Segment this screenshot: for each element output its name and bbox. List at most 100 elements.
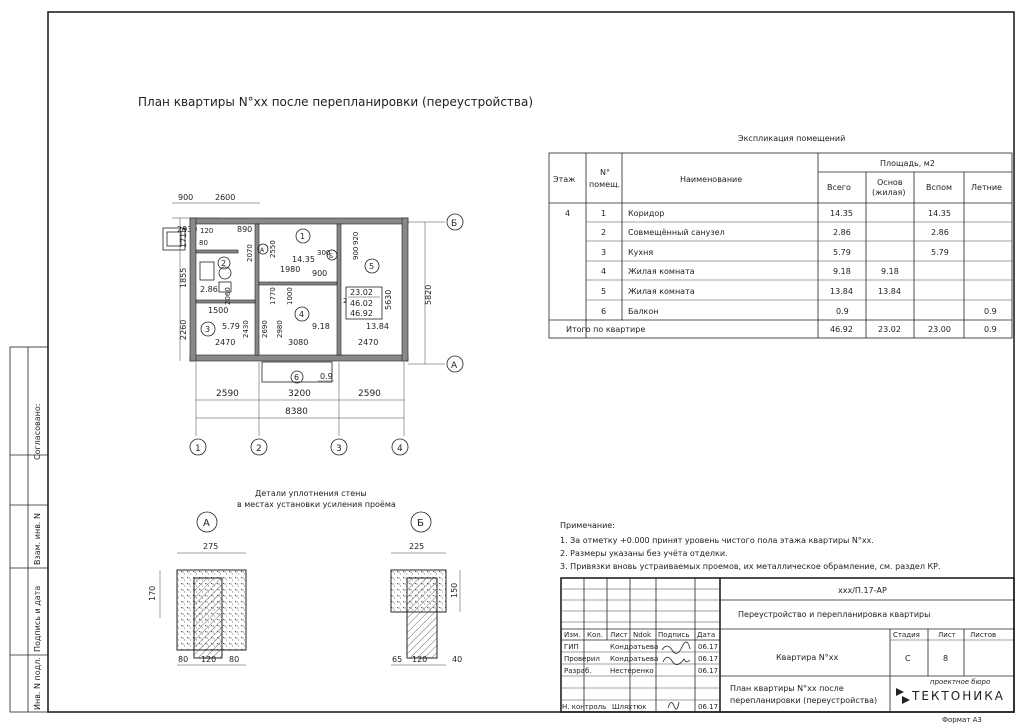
stamp-name-check: Кондратьева	[610, 655, 658, 663]
dim-1000: 1000	[286, 287, 294, 305]
cell-num: 4	[601, 267, 606, 276]
cell-floor: 4	[565, 209, 570, 218]
dim-2470b: 2470	[358, 338, 378, 347]
cell-num: 1	[601, 209, 606, 218]
th-summer: Летние	[971, 183, 1002, 192]
cell-total: 14.35	[830, 209, 853, 218]
stamp-role-check: Проверил	[564, 655, 600, 663]
node-b-mark: Б	[329, 253, 333, 260]
room-1-num: 1	[300, 232, 305, 241]
th-total: Всего	[827, 183, 851, 192]
detail-a-b1: 80	[178, 655, 188, 664]
format-label: Формат А3	[942, 716, 982, 724]
stamp-col-izm: Изм.	[564, 631, 580, 639]
th-num: N°	[600, 168, 610, 177]
stamp-name-gip: Кондратьева	[610, 643, 658, 651]
th-main: Основ	[877, 178, 903, 187]
room-1-area: 14.35	[292, 255, 315, 264]
stamp-name-dev: Нестеренко	[610, 667, 654, 675]
cell-summer: 0.9	[984, 307, 997, 316]
room-2-num: 2	[221, 259, 226, 268]
cell-num: 2	[601, 228, 606, 237]
table-row: 4 Жилая комната 9.18 9.18	[601, 267, 899, 276]
room-2-area: 2.86	[200, 285, 218, 294]
stamp-object: Квартира N°xx	[776, 653, 838, 662]
dim-b-8380: 8380	[285, 407, 308, 417]
cell-aux: 14.35	[928, 209, 951, 218]
cell-total: 13.84	[830, 287, 853, 296]
summary-final: 46.92	[350, 309, 373, 318]
cell-name: Жилая комната	[628, 287, 695, 296]
plan-title: План квартиры N°xx после перепланировки …	[138, 95, 533, 109]
dim-1770: 1770	[269, 287, 277, 305]
room-4-num: 4	[299, 310, 304, 319]
cell-name: Кухня	[628, 248, 653, 257]
cell-name: Балкон	[628, 307, 658, 316]
detail-a-width: 275	[203, 542, 218, 551]
dim-2690: 2690	[261, 320, 269, 338]
room-6-area: 0.9	[320, 372, 333, 381]
cell-main: 9.18	[881, 267, 899, 276]
dim-2470a: 2470	[215, 338, 235, 347]
table-row: 2 Совмещённый санузел 2.86 2.86	[601, 228, 949, 237]
dim-3080: 3080	[288, 338, 308, 347]
cell-name: Коридор	[628, 209, 664, 218]
notes: Примечание: 1. За отметку +0.000 принят …	[560, 521, 941, 571]
stamp-stage-head: Стадия	[893, 631, 920, 639]
th-num2: помещ.	[589, 180, 620, 189]
signature-gip	[661, 641, 691, 654]
dim-890: 890	[237, 225, 252, 234]
stamp-sheet-title-2: перепланировки (переустройства)	[730, 696, 877, 705]
cell-name: Жилая комната	[628, 267, 695, 276]
th-name: Наименование	[680, 175, 742, 184]
total-total: 46.92	[830, 325, 853, 334]
details: Детали уплотнения стены в местах установ…	[148, 489, 462, 666]
stamp-sheet-head: Лист	[938, 631, 956, 639]
stamp-sheet-title-1: План квартиры N°xx после	[730, 684, 844, 693]
total-main: 23.02	[878, 325, 901, 334]
signature-nc	[667, 701, 680, 710]
dim-900b: 900	[312, 269, 327, 278]
room-6-num: 6	[294, 373, 299, 382]
left-inv-orig: Инв. N подл.	[33, 657, 42, 710]
stamp-role-nc: Н. контроль	[562, 703, 606, 711]
cell-aux: 2.86	[931, 228, 949, 237]
details-title-1: Детали уплотнения стены	[255, 489, 367, 498]
stamp-sheet: 8	[943, 654, 948, 663]
explication-rows: 4 1 Коридор 14.35 14.35 2 Совмещённый са…	[565, 209, 997, 334]
dim-1855: 1855	[179, 268, 188, 288]
room-5-num: 5	[369, 262, 374, 271]
th-main2: (жилая)	[872, 188, 905, 197]
stamp-role-gip: ГИП	[564, 643, 579, 651]
total-label: Итого по квартире	[566, 325, 645, 334]
dim-80: 80	[199, 239, 208, 247]
summary-mid: 46.02	[350, 299, 373, 308]
firm-name: ТЕКТОНИКА	[911, 689, 1005, 703]
note-3: 3. Привязки вновь устраиваемых проемов, …	[560, 562, 941, 571]
signature-check	[662, 656, 691, 665]
th-area: Площадь, м2	[880, 159, 935, 168]
axis-1: 1	[195, 444, 201, 454]
left-inv: Взам. инв. N	[33, 513, 42, 565]
explication-title: Экспликация помещений	[738, 134, 845, 143]
dim-900c: 900	[352, 247, 360, 260]
detail-b-b3: 40	[452, 655, 462, 664]
stamp-date-dev: 06.17	[698, 667, 718, 675]
detail-b-b2: 120	[412, 655, 427, 664]
dim-5630: 5630	[384, 290, 393, 310]
stamp-col-list: Лист	[610, 631, 628, 639]
dim-2260: 2260	[179, 320, 188, 340]
stamp-role-dev: Разраб.	[564, 667, 592, 675]
note-2: 2. Размеры указаны без учёта отделки.	[560, 549, 728, 558]
stamp-col-sign: Подпись	[658, 631, 690, 639]
stamp-date-check: 06.17	[698, 655, 718, 663]
cell-num: 3	[601, 248, 606, 257]
detail-a-height: 170	[148, 586, 157, 601]
floor-plan: 900 2600 2930 890 120 80 1980 900 1500 2…	[162, 193, 464, 456]
total-summer: 0.9	[984, 325, 997, 334]
total-aux: 23.00	[928, 325, 951, 334]
dim-1980: 1980	[280, 265, 300, 274]
dim-b-2590b: 2590	[358, 389, 381, 399]
stamp-stage: С	[905, 654, 911, 663]
